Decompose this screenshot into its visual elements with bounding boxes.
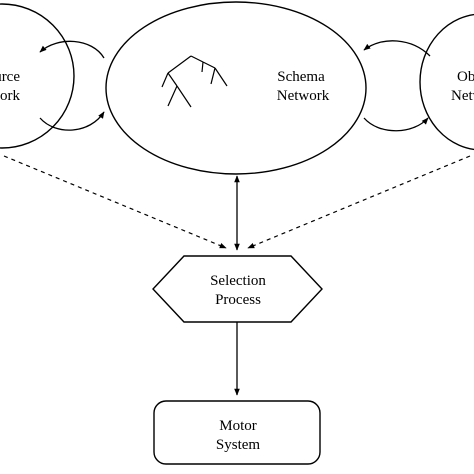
selection-process-label-line2: Process — [215, 292, 261, 308]
right-network-node: Object Network — [419, 13, 474, 151]
tree-icon — [161, 55, 228, 108]
arrow-schema-to-left — [39, 40, 105, 59]
selection-process-label-line1: Selection — [210, 273, 266, 289]
right-network-label-line2: Network — [451, 88, 474, 104]
left-network-node: Resource Network — [0, 3, 75, 149]
left-network-label-line1: Resource — [0, 69, 20, 85]
dashed-inputs — [3, 155, 471, 249]
selection-process-node: Selection Process — [152, 255, 323, 323]
schema-network-label-line1: Schema — [277, 69, 325, 85]
left-network-label-line2: Network — [0, 88, 20, 104]
schema-network-node: Schema Network — [105, 1, 367, 175]
arrow-left-to-schema — [39, 111, 105, 131]
dashed-arrow-left-to-selection — [3, 155, 227, 249]
schema-network-label-line2: Network — [277, 88, 330, 104]
right-network-label-line1: Object — [457, 69, 474, 85]
arrow-right-to-schema — [363, 40, 431, 57]
dashed-arrow-right-to-selection — [247, 155, 471, 249]
motor-system-label-line1: Motor — [219, 418, 257, 434]
left-schema-connection — [39, 40, 105, 131]
motor-system-node: Motor System — [153, 400, 321, 465]
schema-right-connection — [363, 40, 431, 132]
motor-system-label-line2: System — [216, 437, 261, 453]
arrow-schema-to-right — [363, 117, 429, 132]
